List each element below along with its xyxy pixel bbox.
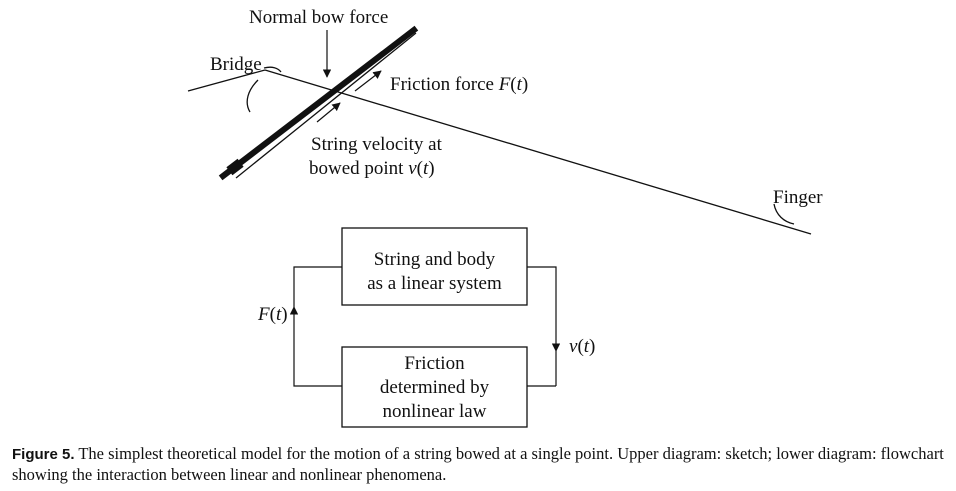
friction-law-box [341,346,528,428]
bridge-label: Bridge [210,54,262,75]
open-paren: ( [577,336,583,357]
friction-law-box-line2: determined by [380,377,490,398]
string-sketch: Normal bow force Bridge Friction force F… [187,7,823,235]
open-paren: ( [510,74,516,95]
velocity-signal-symbol: v [569,336,578,357]
close-paren: ) [522,74,528,95]
linear-system-box-line2: as a linear system [367,273,502,294]
bow-hair [235,32,417,179]
friction-law-box-line3: nonlinear law [383,401,487,422]
linear-system-box-line1: String and body [374,249,496,270]
string-velocity-arrow [316,102,341,123]
string-velocity-symbol: v [408,158,417,179]
close-paren: ) [281,304,287,325]
force-signal-label: F(t) [257,304,288,325]
string-line [264,69,812,235]
force-signal-path-upper [293,266,342,307]
bow-frog [226,158,244,176]
force-signal-symbol: F [257,304,270,325]
open-paren: ( [417,158,423,179]
flowchart: String and body as a linear system Frict… [257,227,595,428]
string-line [187,69,266,92]
figure-caption: Figure 5. The simplest theoretical model… [12,444,948,485]
caption-text: The simplest theoretical model for the m… [12,444,944,484]
velocity-signal-path [527,266,561,352]
finger-label: Finger [773,187,823,208]
bridge-shape [246,66,282,113]
time-arg: t [584,336,590,357]
open-paren: ( [270,304,276,325]
string-velocity-text: bowed point [309,158,404,179]
time-arg: t [423,158,429,179]
force-signal-path-lower [289,306,342,387]
figure-label: Figure 5. [12,446,75,463]
friction-force-text: Friction force [390,74,494,95]
friction-force-arrow [354,70,382,92]
bow-stick [218,25,419,181]
velocity-signal-label: v(t) [569,336,595,357]
close-paren: ) [428,158,434,179]
time-arg: t [276,304,282,325]
normal-bow-force-label: Normal bow force [249,7,388,28]
string-velocity-label-line2: bowed point v(t) [309,158,435,179]
finger-shape [773,203,795,225]
time-arg: t [517,74,523,95]
friction-law-box-line1: Friction [404,353,465,374]
string-velocity-label-line1: String velocity at [311,134,443,155]
friction-force-label: Friction force F(t) [390,74,528,95]
friction-force-symbol: F [498,74,511,95]
close-paren: ) [589,336,595,357]
